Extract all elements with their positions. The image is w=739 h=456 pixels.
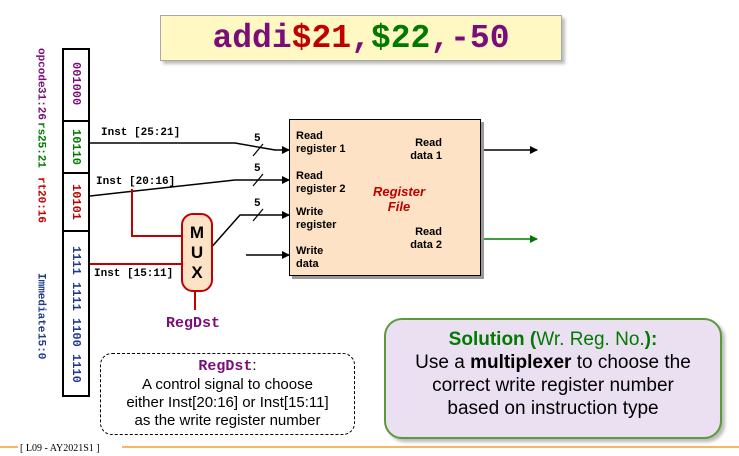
title-comma: , xyxy=(430,19,451,57)
bus-width-read1: 5 xyxy=(254,133,261,145)
field-range: 25:21 xyxy=(34,135,47,169)
wire-rt-to-mux xyxy=(131,189,181,237)
port-line: register xyxy=(296,219,337,231)
port-line: register 2 xyxy=(296,183,346,195)
port-line: data 1 xyxy=(410,150,442,162)
immediate-bits: 1111 1111 1100 1110 xyxy=(62,230,90,397)
solution-box: Solution (Wr. Reg. No.): Use a multiplex… xyxy=(384,318,722,439)
port-line: data 2 xyxy=(410,239,442,251)
instruction-title: addi $21, $22, -50 xyxy=(160,15,562,61)
solution-title-end: ): xyxy=(644,329,658,350)
solution-text: Use a xyxy=(415,352,471,373)
solution-emphasis: multiplexer xyxy=(470,352,572,373)
wire-mux-to-write-register xyxy=(208,211,290,251)
title-immediate: -50 xyxy=(450,19,510,57)
rs-bits: 10110 xyxy=(62,120,90,172)
bus-slash-read1 xyxy=(252,143,264,157)
solution-line: based on instruction type xyxy=(447,398,659,419)
field-name: rt xyxy=(34,176,47,191)
title-rt: $21 xyxy=(291,19,352,57)
bus-slash-write xyxy=(252,208,264,222)
note-title-line: RegDst: xyxy=(101,357,354,376)
solution-text: to choose the xyxy=(571,352,691,373)
title-comma: , xyxy=(351,19,371,57)
note-line: either Inst[20:16] or Inst[15:11] xyxy=(126,394,329,411)
solution-title-line: Solution (Wr. Reg. No.): xyxy=(386,328,720,351)
field-range: 31:26 xyxy=(34,87,47,121)
bus-width-write: 5 xyxy=(254,198,261,210)
wire-inst-25-21 xyxy=(90,142,290,154)
port-line: Read xyxy=(415,137,442,149)
footer-label: [ L09 - AY2021S1 ] xyxy=(20,443,100,454)
solution-line: Use a multiplexer to choose the xyxy=(386,351,720,374)
solution-subtitle: Wr. Reg. No. xyxy=(536,329,645,350)
port-line: Read xyxy=(296,170,323,182)
solution-line: correct write register number xyxy=(432,375,674,396)
register-file xyxy=(289,119,481,276)
port-line: data xyxy=(296,258,319,270)
field-range: 15:0 xyxy=(34,332,47,359)
solution-title: Solution ( xyxy=(448,329,537,350)
mux-letter: U xyxy=(190,242,204,262)
note-title: RegDst xyxy=(198,358,253,375)
rt-bits: 10101 xyxy=(62,172,90,230)
port-line: register 1 xyxy=(296,143,346,155)
port-line: Write xyxy=(296,245,324,257)
mux-letter: X xyxy=(191,262,203,282)
label-inst-20-16: Inst [20:16] xyxy=(96,176,176,188)
port-line: Read xyxy=(296,130,323,142)
field-name: Immediate xyxy=(34,273,47,333)
bus-slash-read2 xyxy=(252,173,264,187)
instruction-word-box xyxy=(62,48,90,397)
field-name: opcode xyxy=(34,47,47,88)
port-line: Read xyxy=(415,226,442,238)
note-line: as the write register number xyxy=(134,412,321,429)
opcode-bits: 001000 xyxy=(69,62,83,106)
regdst-control-label: RegDst xyxy=(166,315,221,332)
register-file-title-line: Register xyxy=(372,184,426,199)
register-file-title-line: File xyxy=(387,199,411,214)
bus-width-read2: 5 xyxy=(254,163,261,175)
note-line: A control signal to choose xyxy=(142,376,313,393)
field-range: 20:16 xyxy=(34,190,47,224)
field-name: rs xyxy=(34,121,47,136)
label-inst-25-21: Inst [25:21] xyxy=(101,127,181,139)
note-colon: : xyxy=(252,357,257,374)
wire-inst-20-16 xyxy=(89,176,290,197)
title-rs: $22 xyxy=(370,19,431,57)
label-inst-15-11: Inst [15:11] xyxy=(94,268,174,280)
port-line: Write xyxy=(296,206,324,218)
mux-letter: M xyxy=(189,222,205,242)
title-mnemonic: addi xyxy=(212,19,292,57)
regdst-note: RegDst: A control signal to choose eithe… xyxy=(100,353,355,435)
